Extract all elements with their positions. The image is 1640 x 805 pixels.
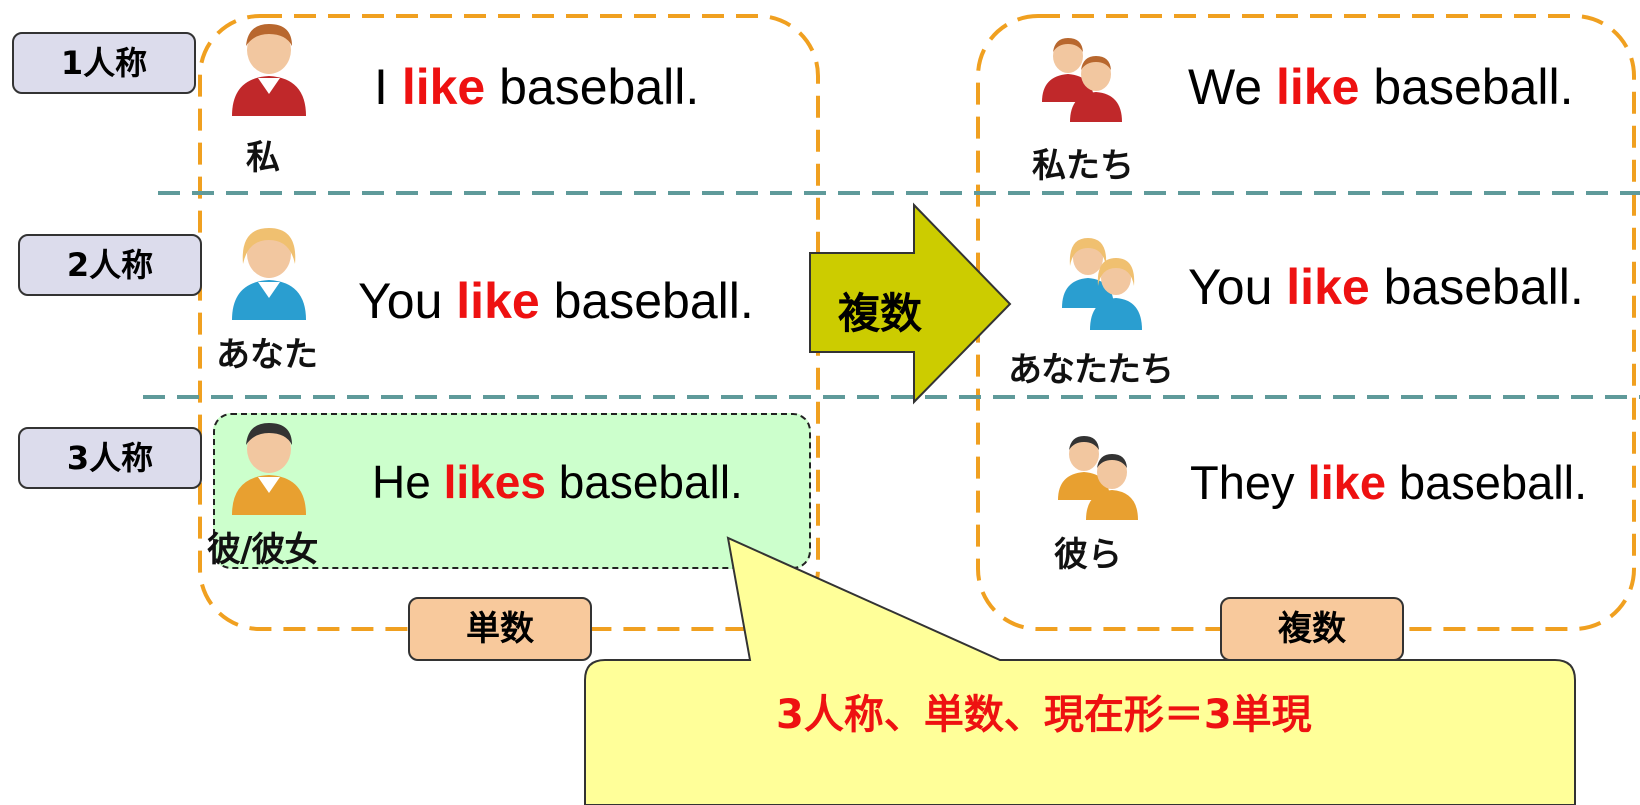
object: baseball. xyxy=(558,456,743,508)
callout-text: 3人称、単数、現在形＝3単現 xyxy=(776,692,1312,738)
people-red-icon xyxy=(1042,38,1122,122)
verb: likes xyxy=(443,456,546,508)
person-red-icon xyxy=(232,24,306,116)
verb: like xyxy=(456,273,540,329)
third-person-tag: 3人称 xyxy=(18,427,202,489)
third-singular-pronoun: 彼/彼女 xyxy=(207,530,318,570)
plural-tag: 複数 xyxy=(1220,597,1404,661)
third-plural-pronoun: 彼ら xyxy=(1054,535,1122,575)
subject: They xyxy=(1190,456,1295,509)
verb: like xyxy=(1276,59,1360,115)
second-singular-pronoun: あなた xyxy=(216,335,318,375)
people-blue-icon xyxy=(1062,238,1142,330)
object: baseball. xyxy=(1399,456,1588,509)
object: baseball. xyxy=(553,273,754,329)
plural-arrow-shape xyxy=(809,202,1012,405)
person-orange-icon xyxy=(232,423,306,515)
second-plural-sentence: You like baseball. xyxy=(1188,258,1584,316)
first-plural-pronoun: 私たち xyxy=(1032,146,1134,186)
first-singular-pronoun: 私 xyxy=(246,138,280,178)
second-plural-pronoun: あなたたち xyxy=(1008,350,1174,390)
first-singular-sentence: I like baseball. xyxy=(374,58,699,116)
object: baseball. xyxy=(1373,59,1574,115)
second-singular-sentence: You like baseball. xyxy=(358,272,754,330)
callout-shape xyxy=(584,536,1576,805)
subject: You xyxy=(358,273,443,329)
third-plural-sentence: They like baseball. xyxy=(1190,455,1587,510)
first-person-tag: 1人称 xyxy=(12,32,196,94)
object: baseball. xyxy=(1383,259,1584,315)
verb: like xyxy=(401,59,486,115)
singular-tag: 単数 xyxy=(408,597,592,661)
people-orange-icon xyxy=(1058,436,1138,520)
person-blue-icon xyxy=(232,228,306,320)
third-person-singular-highlight xyxy=(213,413,811,569)
plural-arrow-label: 複数 xyxy=(838,289,923,338)
subject: We xyxy=(1188,59,1263,115)
first-plural-sentence: We like baseball. xyxy=(1188,58,1573,116)
object: baseball. xyxy=(499,59,700,115)
subject: He xyxy=(372,456,431,508)
subject: You xyxy=(1188,259,1273,315)
subject: I xyxy=(374,59,388,115)
second-person-tag: 2人称 xyxy=(18,234,202,296)
verb: like xyxy=(1286,259,1370,315)
verb: like xyxy=(1307,456,1386,509)
third-singular-sentence: He likes baseball. xyxy=(372,455,743,509)
